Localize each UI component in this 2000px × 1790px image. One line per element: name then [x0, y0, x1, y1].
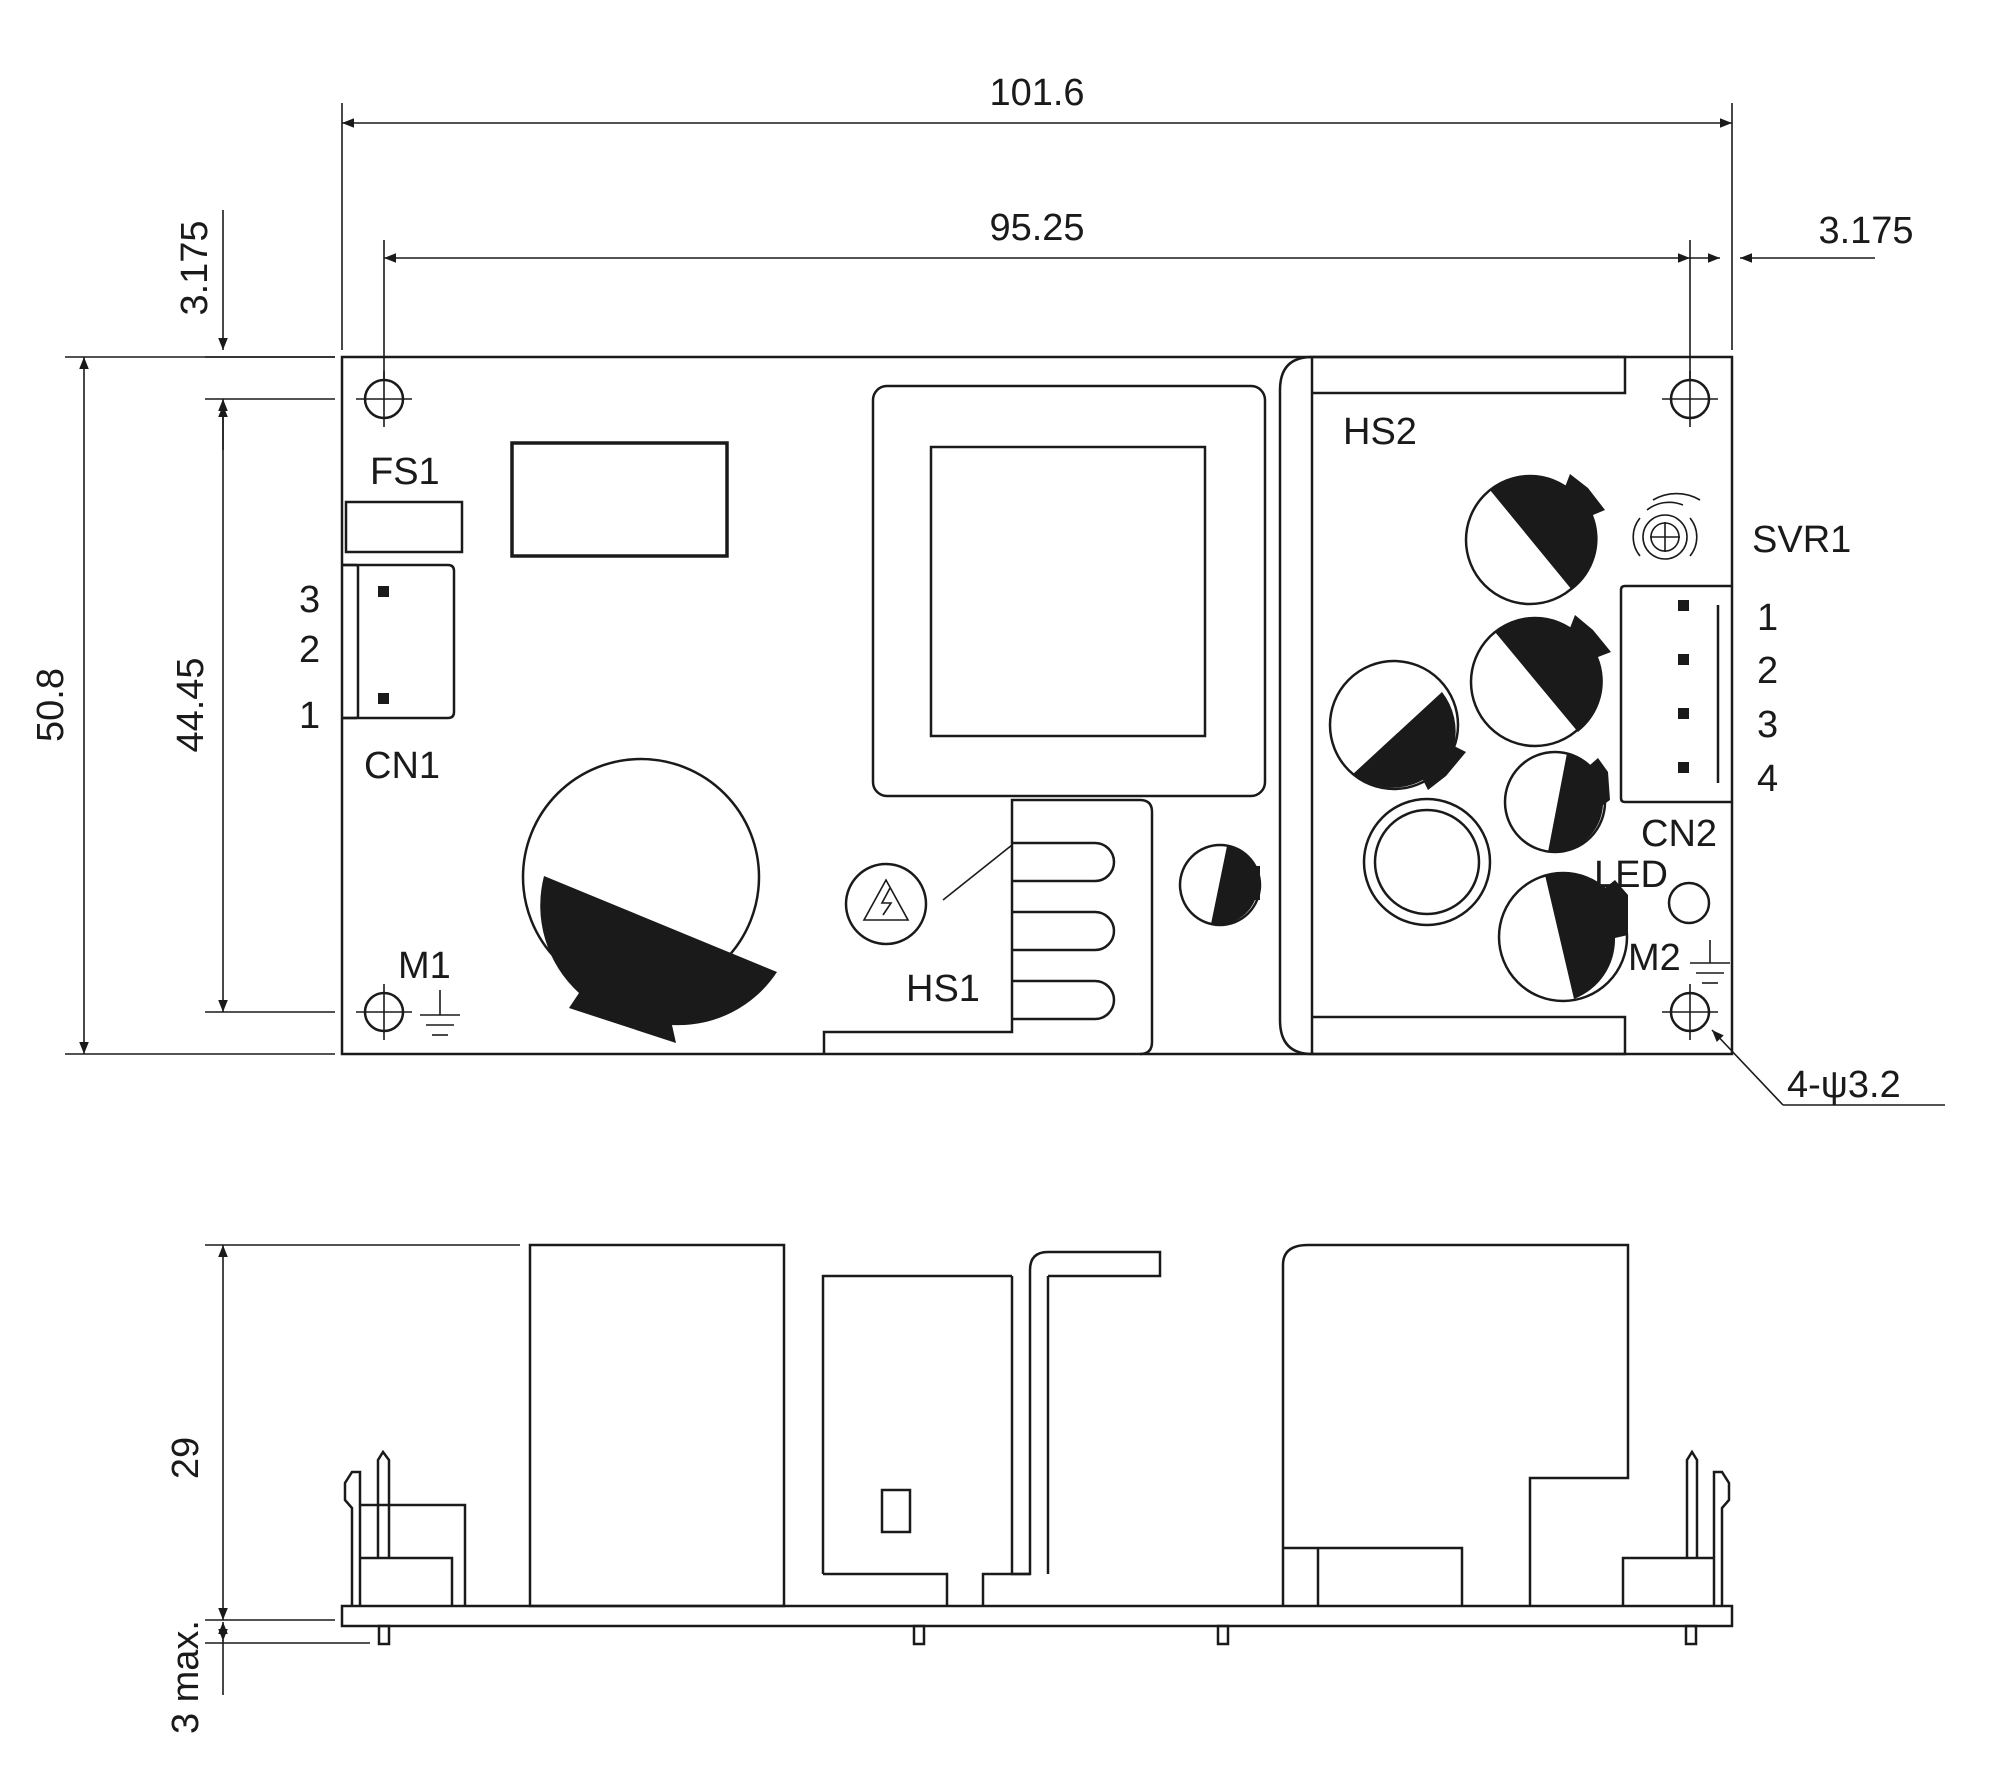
- svr1-label: SVR1: [1752, 519, 1851, 561]
- output-capacitor-5: [1497, 871, 1629, 1003]
- cn2-pin-4-label: 4: [1757, 758, 1778, 800]
- fuse-fs1: [344, 500, 464, 554]
- top-offset-value: 3.175: [174, 220, 216, 315]
- connector-cn2: [1619, 584, 1732, 804]
- cn1-pin-2-label: 2: [299, 629, 320, 671]
- hole-span-width-value: 95.25: [989, 207, 1084, 249]
- output-inductor-ring: [1362, 797, 1492, 927]
- mounting-holes-note: 4-ψ3.2: [1787, 1064, 1901, 1106]
- svr1-trimmer-icon: [1632, 492, 1701, 560]
- mounting-hole-top-right: [1662, 371, 1718, 427]
- side-pin-2: [912, 1624, 926, 1646]
- ground-symbol-m1: [420, 990, 460, 1036]
- dimension-side-height: 29: [165, 1244, 520, 1621]
- line-filter-component: [510, 441, 729, 558]
- heatsink-hs1: [822, 798, 1154, 1056]
- side-pin-4: [1684, 1624, 1698, 1646]
- output-capacitor-3: [1328, 659, 1466, 791]
- side-height-value: 29: [165, 1437, 207, 1479]
- led-label: LED: [1594, 854, 1668, 896]
- hs1-label: HS1: [906, 968, 980, 1010]
- dimension-pin-length: 3 max.: [165, 1620, 370, 1734]
- m2-label: M2: [1628, 937, 1681, 979]
- cn2-pin-1-label: 1: [1757, 597, 1778, 639]
- cn1-label: CN1: [364, 745, 440, 787]
- output-capacitor-2: [1469, 615, 1611, 748]
- connector-cn1: [342, 563, 456, 720]
- fs1-label: FS1: [370, 451, 440, 493]
- dimension-hole-span-width: 95.25: [383, 207, 1691, 380]
- small-capacitor-hs1: [1178, 843, 1262, 927]
- ground-symbol-m2: [1690, 940, 1730, 984]
- side-connector-cn1: [343, 1449, 467, 1606]
- hole-span-height-value: 44.45: [170, 657, 212, 752]
- dimension-right-offset: 3.175: [1690, 210, 1914, 263]
- overall-height-value: 50.8: [30, 668, 72, 742]
- cn1-pin-3-label: 3: [299, 579, 320, 621]
- cn1-pin-1-label: 1: [299, 695, 320, 737]
- side-pcb: [340, 1604, 1734, 1628]
- mounting-hole-bottom-right: [1662, 984, 1718, 1040]
- overall-width-value: 101.6: [989, 72, 1084, 114]
- output-capacitor-4: [1503, 750, 1610, 854]
- side-pin-1: [377, 1624, 391, 1646]
- side-heatsink-hs1: [821, 1250, 1162, 1606]
- pin-length-value: 3 max.: [165, 1620, 207, 1734]
- high-voltage-warning-icon: [844, 844, 1013, 946]
- led-indicator: [1667, 881, 1711, 925]
- transformer: [871, 384, 1267, 798]
- side-pin-3: [1216, 1624, 1230, 1646]
- side-transformer: [528, 1243, 786, 1608]
- dimension-top-offset: 3.175: [174, 210, 335, 450]
- pcb-outline: [340, 355, 1734, 1056]
- cn2-pin-2-label: 2: [1757, 650, 1778, 692]
- side-view: 29 3 max.: [165, 1243, 1734, 1734]
- mounting-hole-top-left: [356, 371, 412, 427]
- right-offset-value: 3.175: [1818, 210, 1913, 252]
- top-view: 101.6 95.25 3.175 3.175 50.8: [30, 72, 1945, 1106]
- side-connector-cn2: [1621, 1449, 1731, 1606]
- hs2-label: HS2: [1343, 411, 1417, 453]
- dimension-overall-height: 50.8: [30, 356, 335, 1055]
- heatsink-hs2: [1278, 355, 1627, 1056]
- mounting-hole-bottom-left: [356, 984, 412, 1040]
- side-heatsink-hs2: [1281, 1243, 1630, 1606]
- output-capacitor-1: [1464, 474, 1605, 606]
- bulk-capacitor: [521, 757, 777, 1043]
- cn2-label: CN2: [1641, 813, 1717, 855]
- mounting-holes-callout: 4-ψ3.2: [1711, 1029, 1945, 1106]
- dimension-overall-width: 101.6: [341, 72, 1733, 350]
- cn2-pin-3-label: 3: [1757, 704, 1778, 746]
- m1-label: M1: [398, 945, 451, 987]
- dimension-hole-span-height: 44.45: [170, 399, 335, 1013]
